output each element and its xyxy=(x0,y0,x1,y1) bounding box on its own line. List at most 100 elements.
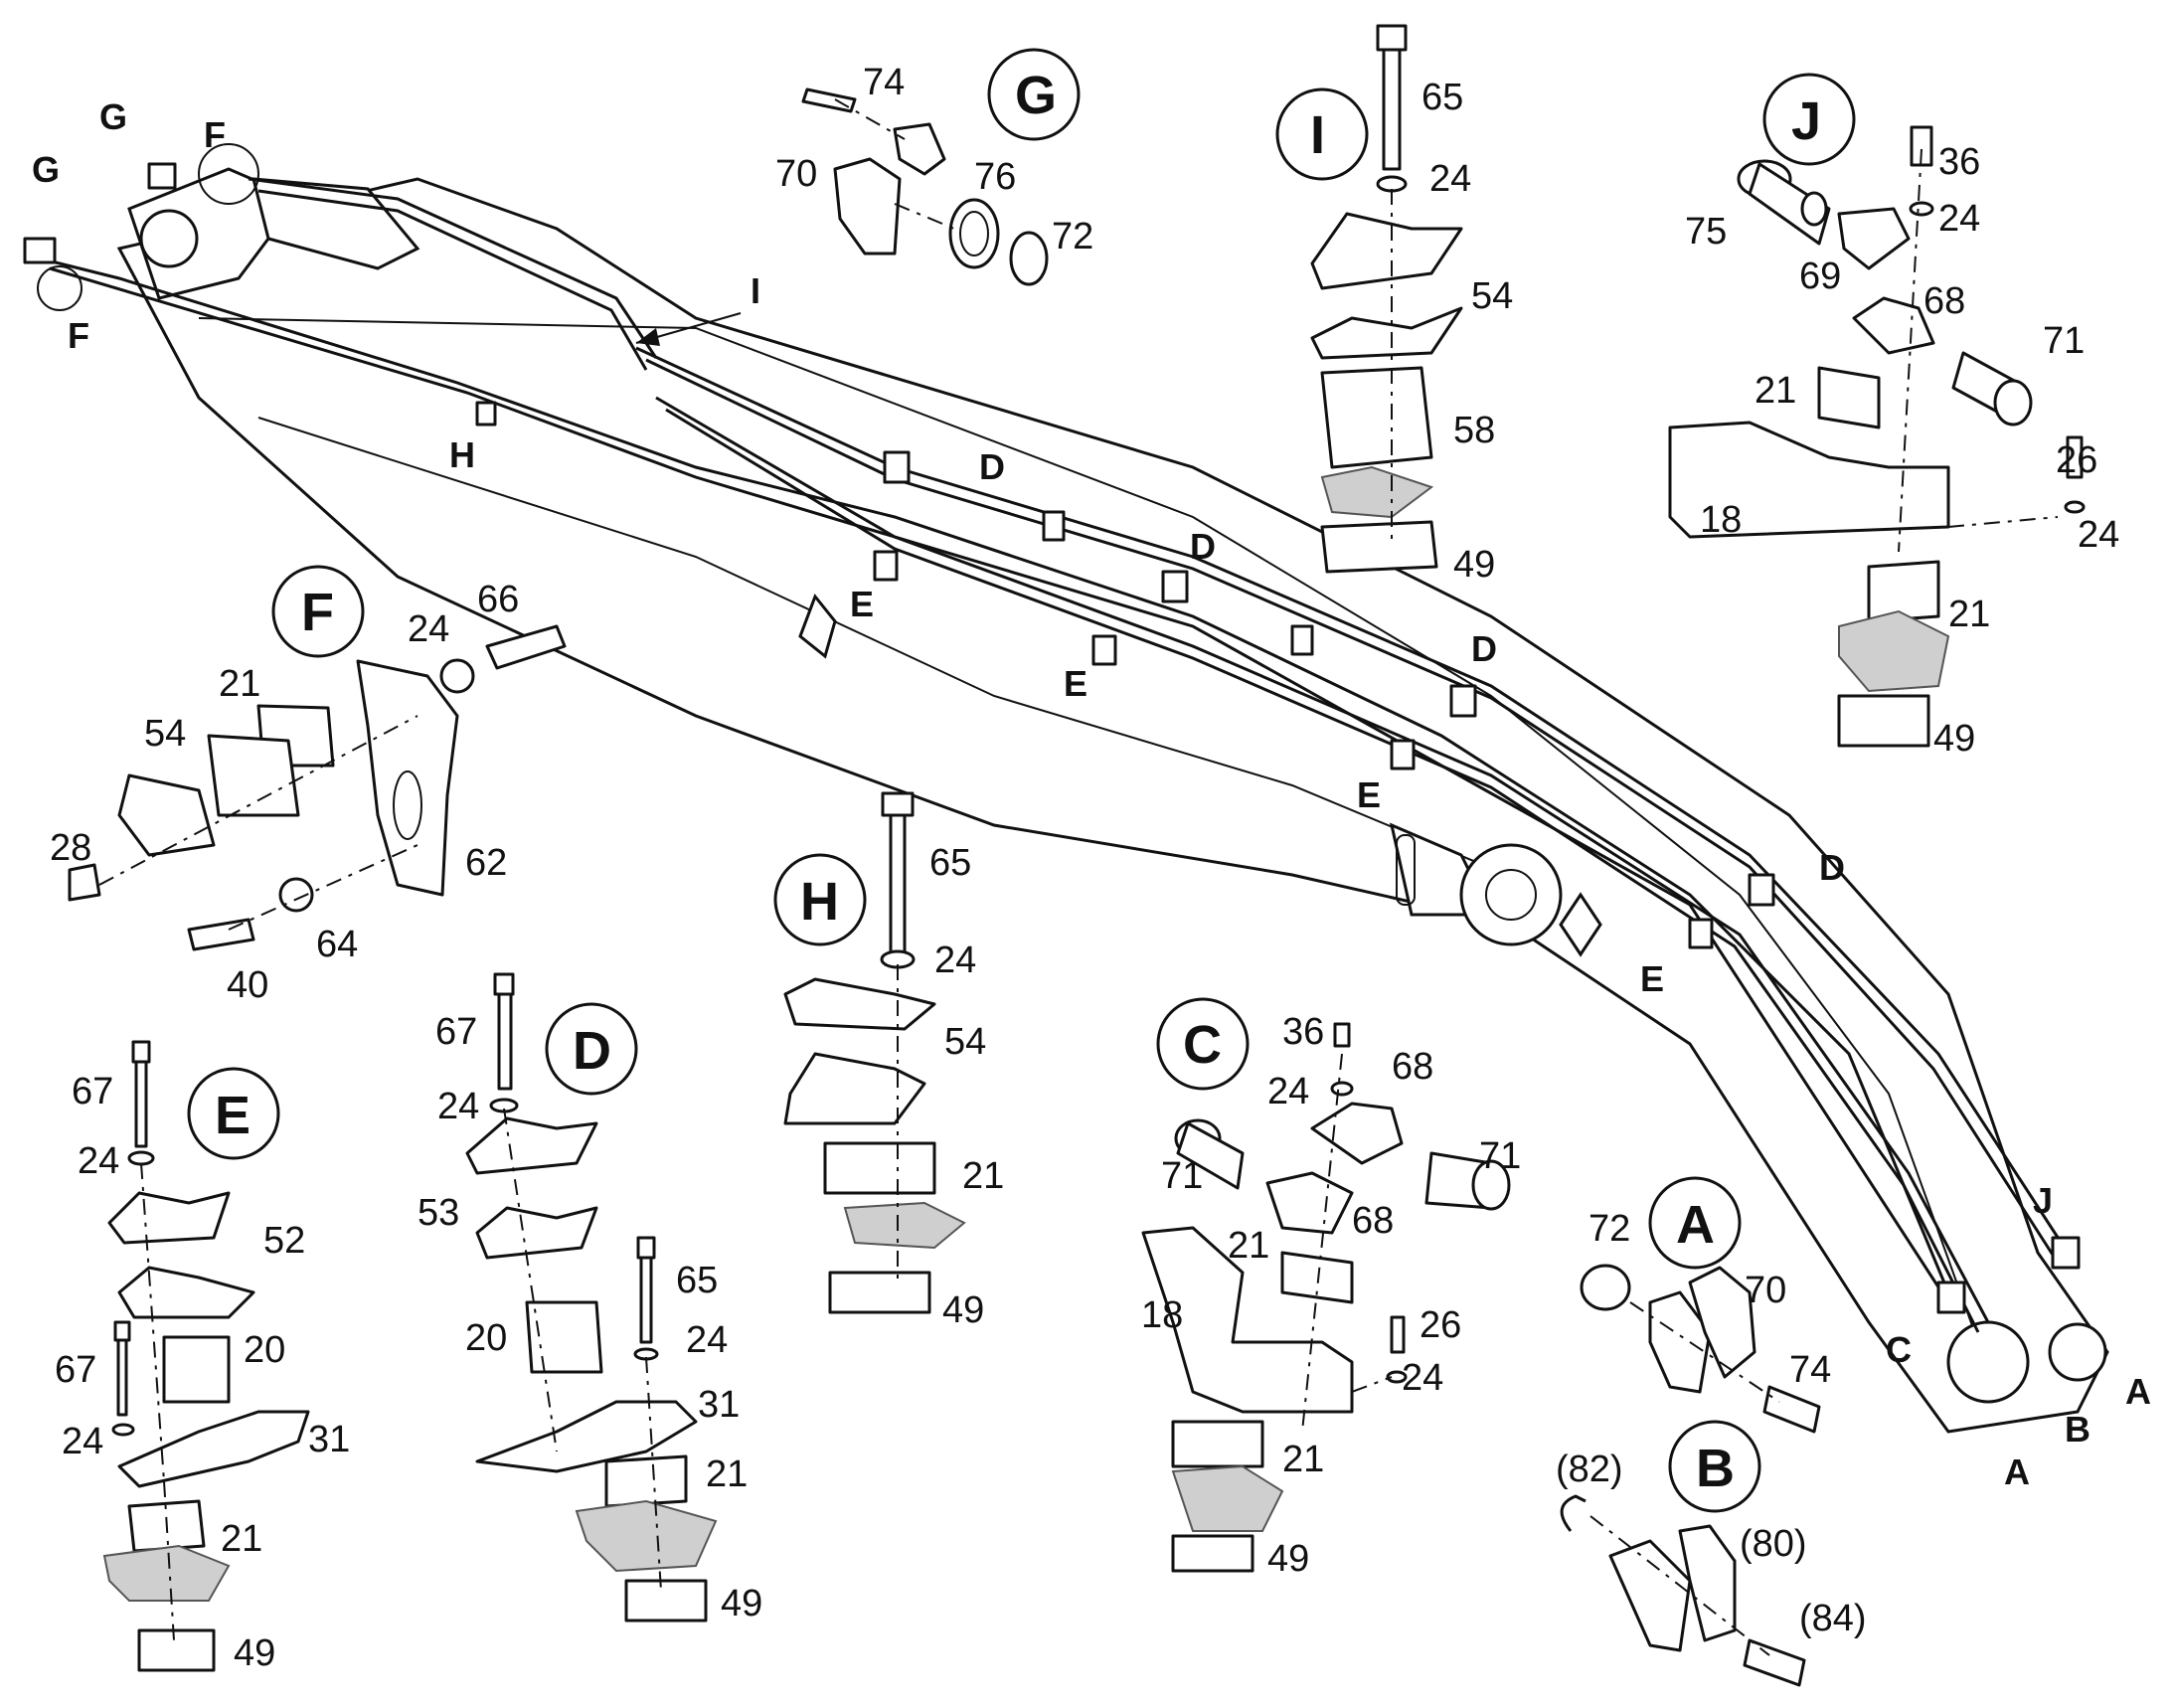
part-69-j: 69 xyxy=(1799,256,1841,297)
part-24-d-left: 24 xyxy=(437,1086,479,1127)
callout-i: I xyxy=(751,270,760,311)
detail-i: I 65 24 54 58 49 xyxy=(1275,24,1513,586)
part-24-j-lower: 24 xyxy=(2078,514,2119,556)
detail-h-label: H xyxy=(800,872,839,932)
callout-h: H xyxy=(449,434,475,475)
part-68-c-lower: 68 xyxy=(1352,1200,1394,1242)
callout-f-left: F xyxy=(68,315,89,356)
callout-c-boom: C xyxy=(1886,1329,1912,1370)
part-20-d: 20 xyxy=(465,1317,507,1359)
boom-arm xyxy=(37,143,2109,1434)
callout-j-boom: J xyxy=(2033,1180,2053,1221)
detail-f-label: F xyxy=(301,583,334,642)
part-24-h: 24 xyxy=(934,939,976,981)
part-36-c: 36 xyxy=(1282,1011,1324,1053)
detail-i-label: I xyxy=(1310,105,1325,165)
part-71-c-right: 71 xyxy=(1479,1135,1521,1177)
callout-d-3: D xyxy=(1471,628,1497,669)
boom-callouts: G F G F I H D D D D E E E E J C A B A xyxy=(32,96,2151,1492)
callout-d-1: D xyxy=(979,446,1005,487)
part-31-d: 31 xyxy=(698,1384,740,1426)
part-18-c: 18 xyxy=(1141,1294,1183,1336)
detail-a-label: A xyxy=(1676,1195,1715,1255)
part-65-h: 65 xyxy=(929,842,971,884)
callout-g-left: G xyxy=(32,149,60,190)
part-21-e: 21 xyxy=(221,1518,262,1560)
part-24-j-upper: 24 xyxy=(1938,198,1980,240)
detail-j-label: J xyxy=(1791,91,1821,151)
part-70-a: 70 xyxy=(1745,1270,1786,1311)
part-49-j: 49 xyxy=(1933,718,1975,760)
part-21-h: 21 xyxy=(962,1155,1004,1197)
part-70-g: 70 xyxy=(775,153,817,195)
part-66-f: 66 xyxy=(477,579,519,620)
callout-e-4: E xyxy=(1640,958,1664,999)
part-71-c-left: 71 xyxy=(1161,1155,1203,1197)
part-54-h: 54 xyxy=(944,1021,986,1063)
part-72-g: 72 xyxy=(1052,216,1093,257)
detail-a: A 72 70 74 xyxy=(1580,1176,1831,1434)
part-18-j: 18 xyxy=(1700,499,1742,541)
detail-j: J 36 75 24 69 68 71 21 26 18 24 21 49 xyxy=(1668,73,2119,760)
part-72-a: 72 xyxy=(1588,1208,1630,1250)
part-65-d: 65 xyxy=(676,1260,718,1301)
part-28-f: 28 xyxy=(50,827,91,869)
detail-e: E 67 24 52 20 67 24 31 21 49 xyxy=(55,1040,350,1674)
callout-d-2: D xyxy=(1190,526,1216,567)
part-24-c-lower: 24 xyxy=(1402,1357,1443,1399)
detail-d: D 67 24 53 20 65 24 31 21 49 xyxy=(418,972,762,1624)
boom-clamps xyxy=(23,162,2081,1314)
callout-g-upper: G xyxy=(99,96,127,137)
part-49-c: 49 xyxy=(1267,1538,1309,1580)
part-21-j-lower: 21 xyxy=(1948,594,1990,635)
part-62-f: 62 xyxy=(465,842,507,884)
detail-f: F 24 66 21 54 28 62 40 64 xyxy=(50,565,567,1006)
part-58-i: 58 xyxy=(1453,410,1495,451)
detail-g-label: G xyxy=(1015,66,1057,125)
callout-f-upper: F xyxy=(204,114,226,155)
part-75-j: 75 xyxy=(1685,211,1727,253)
part-49-d: 49 xyxy=(721,1583,762,1624)
part-74-a: 74 xyxy=(1789,1349,1831,1391)
detail-b-label: B xyxy=(1696,1439,1735,1498)
callout-b-boom: B xyxy=(2065,1409,2090,1450)
part-24-e-lower: 24 xyxy=(62,1421,103,1462)
part-74-g: 74 xyxy=(863,62,905,103)
part-49-i: 49 xyxy=(1453,544,1495,586)
detail-c-label: C xyxy=(1183,1015,1222,1075)
part-24-e-upper: 24 xyxy=(78,1140,119,1182)
part-21-c-lower: 21 xyxy=(1282,1439,1324,1480)
part-21-j-upper: 21 xyxy=(1755,370,1796,412)
part-52-e: 52 xyxy=(263,1220,305,1262)
callout-d-4: D xyxy=(1819,847,1845,888)
part-67-e-lower: 67 xyxy=(55,1349,96,1391)
part-84-b: (84) xyxy=(1799,1598,1867,1639)
part-36-j: 36 xyxy=(1938,141,1980,183)
part-21-f: 21 xyxy=(219,663,260,705)
part-21-d: 21 xyxy=(706,1453,748,1495)
part-54-i: 54 xyxy=(1471,275,1513,317)
part-53-d: 53 xyxy=(418,1192,459,1234)
part-40-f: 40 xyxy=(227,964,268,1006)
part-67-e-upper: 67 xyxy=(72,1071,113,1112)
part-49-h: 49 xyxy=(942,1289,984,1331)
detail-g: G 74 70 76 72 xyxy=(775,48,1093,286)
part-24-d-right: 24 xyxy=(686,1319,728,1361)
part-82-b: (82) xyxy=(1556,1449,1623,1490)
part-24-c-upper: 24 xyxy=(1267,1071,1309,1112)
callout-e-1: E xyxy=(850,584,874,624)
part-26-j: 26 xyxy=(2056,439,2097,481)
callout-a-right: A xyxy=(2125,1371,2151,1412)
detail-e-label: E xyxy=(215,1086,251,1145)
part-24-i: 24 xyxy=(1429,158,1471,200)
part-31-e: 31 xyxy=(308,1419,350,1460)
part-21-c-upper: 21 xyxy=(1228,1225,1269,1267)
callout-e-3: E xyxy=(1357,774,1381,815)
callout-a-left: A xyxy=(2004,1452,2030,1492)
part-76-g: 76 xyxy=(974,156,1016,198)
callout-e-2: E xyxy=(1064,663,1087,704)
part-64-f: 64 xyxy=(316,924,358,965)
part-68-j: 68 xyxy=(1923,280,1965,322)
